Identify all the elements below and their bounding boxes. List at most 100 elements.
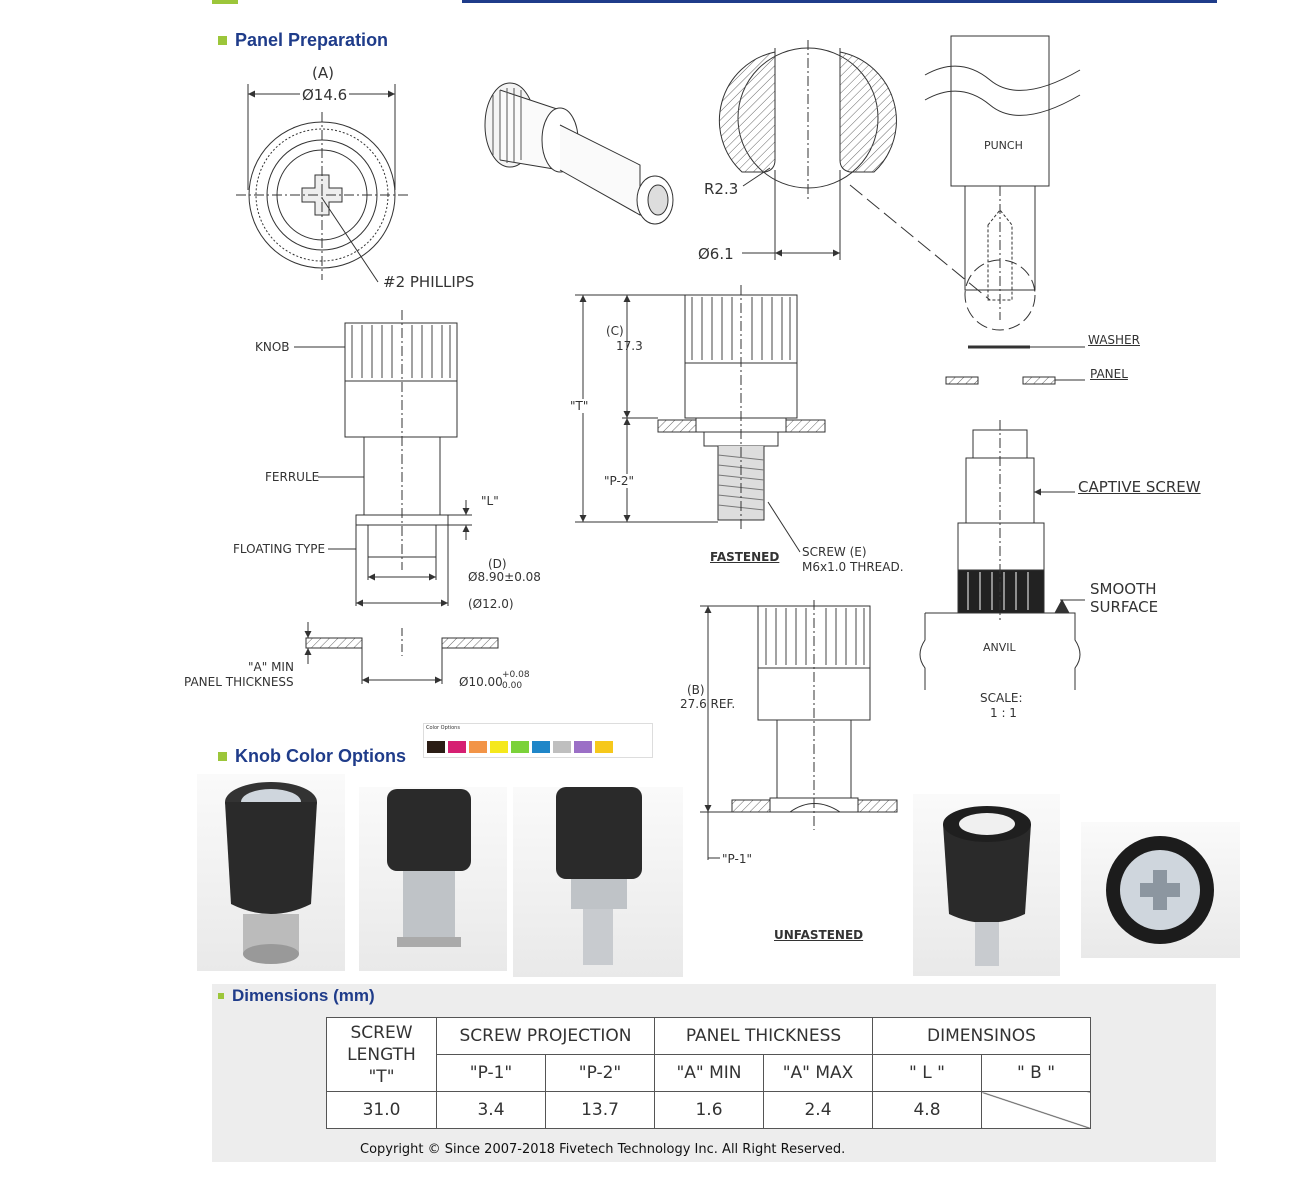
color-swatch	[595, 741, 613, 753]
top-view-a-label: (A)	[312, 64, 334, 82]
product-photo-5	[1081, 822, 1240, 958]
color-swatch	[553, 741, 571, 753]
top-view-diameter: Ø14.6	[300, 86, 350, 104]
header-screw-projection: SCREW PROJECTION	[436, 1017, 655, 1055]
scale-label: SCALE:	[980, 691, 1023, 705]
header-panel-thickness: PANEL THICKNESS	[654, 1017, 873, 1055]
detail-view	[718, 40, 991, 301]
washer-label: WASHER	[1088, 333, 1140, 347]
scale-value: 1 : 1	[990, 706, 1017, 720]
smooth-label: SMOOTH	[1090, 580, 1157, 598]
b-label: (B)	[687, 683, 705, 697]
punch-label: PUNCH	[984, 139, 1023, 152]
color-swatch	[469, 741, 487, 753]
p2-label: "P-2"	[604, 474, 634, 488]
unfastened-title: UNFASTENED	[774, 928, 864, 942]
color-swatch	[532, 741, 550, 753]
swatch-row	[427, 741, 613, 753]
header-dimensions: DIMENSINOS	[872, 1017, 1091, 1055]
a-min-label: "A" MIN	[248, 660, 294, 674]
panel-thickness-label: PANEL THICKNESS	[184, 675, 294, 689]
hole-tol-upper: +0.08	[502, 670, 530, 680]
hole-tol-lower: 0.00	[502, 681, 523, 691]
knob-angle-photo-icon	[943, 806, 1031, 966]
section-title-text: Knob Color Options	[235, 746, 406, 766]
anvil-drawing	[919, 420, 1085, 690]
knob-ferrule-photo-icon	[387, 789, 471, 947]
p1-label: "P-1"	[722, 852, 752, 866]
subheader-b: " B "	[981, 1054, 1091, 1092]
header-text: "T"	[368, 1066, 395, 1087]
bullet-icon	[218, 36, 227, 45]
fastened-title: FASTENED	[710, 550, 780, 564]
subheader-a-max: "A" MAX	[763, 1054, 873, 1092]
detail-diameter-label: Ø6.1	[698, 245, 734, 263]
screw-e-label: SCREW (E)	[802, 545, 867, 559]
header-text: SCREW	[350, 1022, 413, 1043]
punch-drawing	[924, 35, 1085, 385]
cell-p1: 3.4	[436, 1091, 546, 1129]
copyright-text: Copyright © Since 2007-2018 Fivetech Tec…	[360, 1142, 846, 1157]
color-swatch	[511, 741, 529, 753]
color-options-caption: Color Options	[426, 725, 460, 731]
surface-label: SURFACE	[1090, 598, 1159, 616]
table-row: 31.0 3.4 13.7 1.6 2.4 4.8	[326, 1091, 1091, 1129]
fastened-view	[575, 285, 826, 553]
anvil-label: ANVIL	[983, 641, 1016, 654]
color-swatch	[448, 741, 466, 753]
product-photo-1	[197, 774, 345, 971]
cell-b	[981, 1091, 1091, 1129]
l-label: "L"	[481, 494, 499, 508]
panel-label: PANEL	[1090, 367, 1128, 381]
color-swatch	[574, 741, 592, 753]
header-rule	[462, 0, 1217, 3]
cell-a-max: 2.4	[763, 1091, 873, 1129]
section-title-panel-preparation: Panel Preparation	[218, 30, 388, 51]
t-label: "T"	[570, 399, 589, 413]
subheader-p1: "P-1"	[436, 1054, 546, 1092]
hole-diameter-label: Ø10.00	[459, 675, 503, 689]
product-photo-2	[359, 787, 507, 971]
bullet-icon	[218, 993, 224, 999]
product-photo-3	[513, 787, 683, 977]
technical-drawing	[236, 35, 1085, 860]
c-value: 17.3	[616, 339, 643, 353]
side-view	[294, 310, 499, 684]
radius-label: R2.3	[704, 180, 739, 198]
bullet-icon	[218, 752, 227, 761]
color-options-strip: Color Options	[423, 723, 653, 758]
section-title-dimensions: Dimensions (mm)	[218, 986, 375, 1006]
screw-3d-render	[484, 82, 674, 225]
ferrule-label: FERRULE	[265, 470, 320, 484]
knob-top-photo-icon	[225, 782, 317, 964]
cell-a-min: 1.6	[654, 1091, 764, 1129]
c-label: (C)	[606, 324, 624, 338]
product-photo-4	[913, 794, 1060, 976]
unfastened-view	[700, 600, 898, 860]
knob-label: KNOB	[255, 340, 290, 354]
captive-screw-label: CAPTIVE SCREW	[1078, 478, 1201, 496]
section-title-text: Dimensions (mm)	[232, 986, 375, 1005]
floating-type-label: FLOATING TYPE	[233, 542, 326, 556]
cell-p2: 13.7	[545, 1091, 655, 1129]
thread-label: M6x1.0 THREAD.	[802, 560, 904, 574]
subheader-p2: "P-2"	[545, 1054, 655, 1092]
d-value-label: Ø8.90±0.08	[468, 570, 541, 584]
subheader-l: " L "	[872, 1054, 982, 1092]
cell-t: 31.0	[326, 1091, 437, 1129]
knob-top-down-photo-icon	[1106, 836, 1214, 944]
color-swatch	[490, 741, 508, 753]
dimensions-table: SCREW LENGTH "T" SCREW PROJECTION PANEL …	[326, 1017, 1091, 1129]
section-title-text: Panel Preparation	[235, 30, 389, 50]
header-text: LENGTH	[347, 1044, 416, 1065]
subheader-a-min: "A" MIN	[654, 1054, 764, 1092]
section-title-knob-colors: Knob Color Options	[218, 746, 406, 767]
phillips-label: #2 PHILLIPS	[383, 273, 475, 291]
top-view	[236, 84, 408, 283]
header-accent	[212, 0, 238, 4]
knob-screw-photo-icon	[556, 787, 642, 965]
d12-label: (Ø12.0)	[468, 597, 514, 611]
cell-l: 4.8	[872, 1091, 982, 1129]
b-value: 27.6 REF.	[680, 697, 736, 711]
d-label: (D)	[488, 557, 507, 571]
